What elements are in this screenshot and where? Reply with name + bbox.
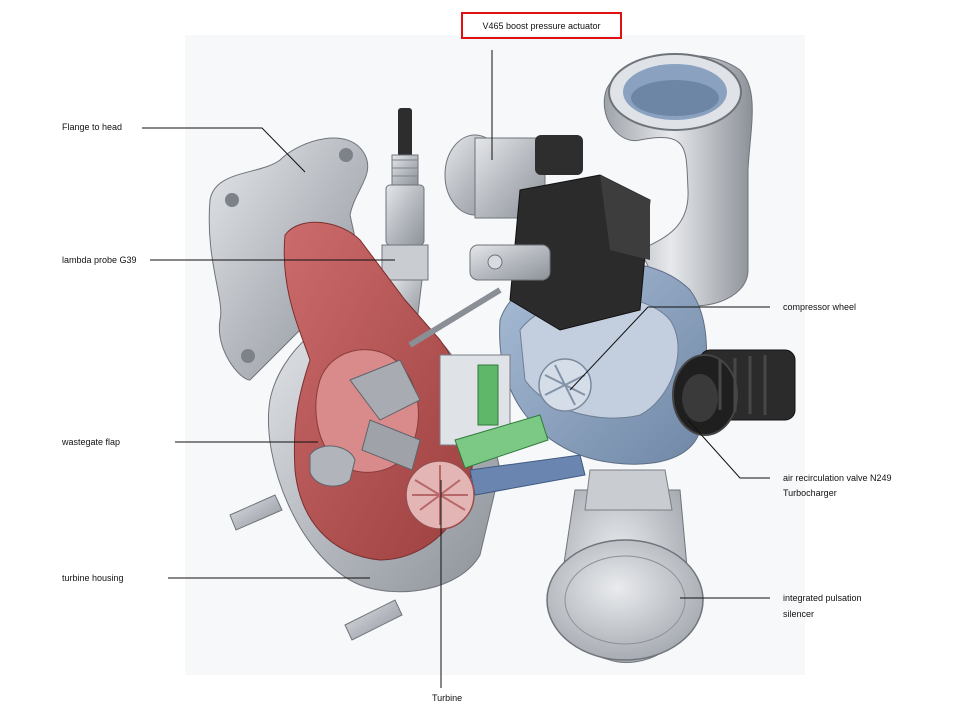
silencer-label-line2: silencer	[783, 609, 815, 619]
pulsation-silencer	[546, 469, 704, 663]
turbine-wheel	[405, 460, 475, 530]
turbocharger-label: Turbocharger	[783, 488, 837, 498]
leader-recirc-valve	[687, 419, 770, 479]
wastegate-label: wastegate flap	[62, 437, 121, 447]
turbine-shaft	[439, 354, 586, 496]
leader-flange	[142, 127, 306, 173]
compressor-outlet-pipe	[603, 53, 753, 307]
flange-label: Flange to head	[62, 122, 123, 132]
turbine-housing-label: turbine housing	[62, 573, 124, 583]
boost-actuator-callout-box: V465 boost pressure actuator	[461, 12, 622, 39]
boost-actuator-label: V465 boost pressure actuator	[482, 20, 601, 31]
wastegate-flap	[309, 287, 502, 487]
lambda-probe-label: lambda probe G39	[62, 255, 137, 265]
compressor-wheel-label: compressor wheel	[783, 302, 857, 312]
leader-compressor-wheel	[569, 306, 770, 391]
air-recirculation-valve	[672, 349, 796, 436]
boost-pressure-actuator	[444, 134, 651, 331]
turbine-label: Turbine	[432, 693, 463, 703]
silencer-label-line1: integrated pulsation	[783, 593, 862, 603]
leader-lines	[142, 50, 770, 688]
recirc-valve-label: air recirculation valve N249	[783, 473, 892, 483]
